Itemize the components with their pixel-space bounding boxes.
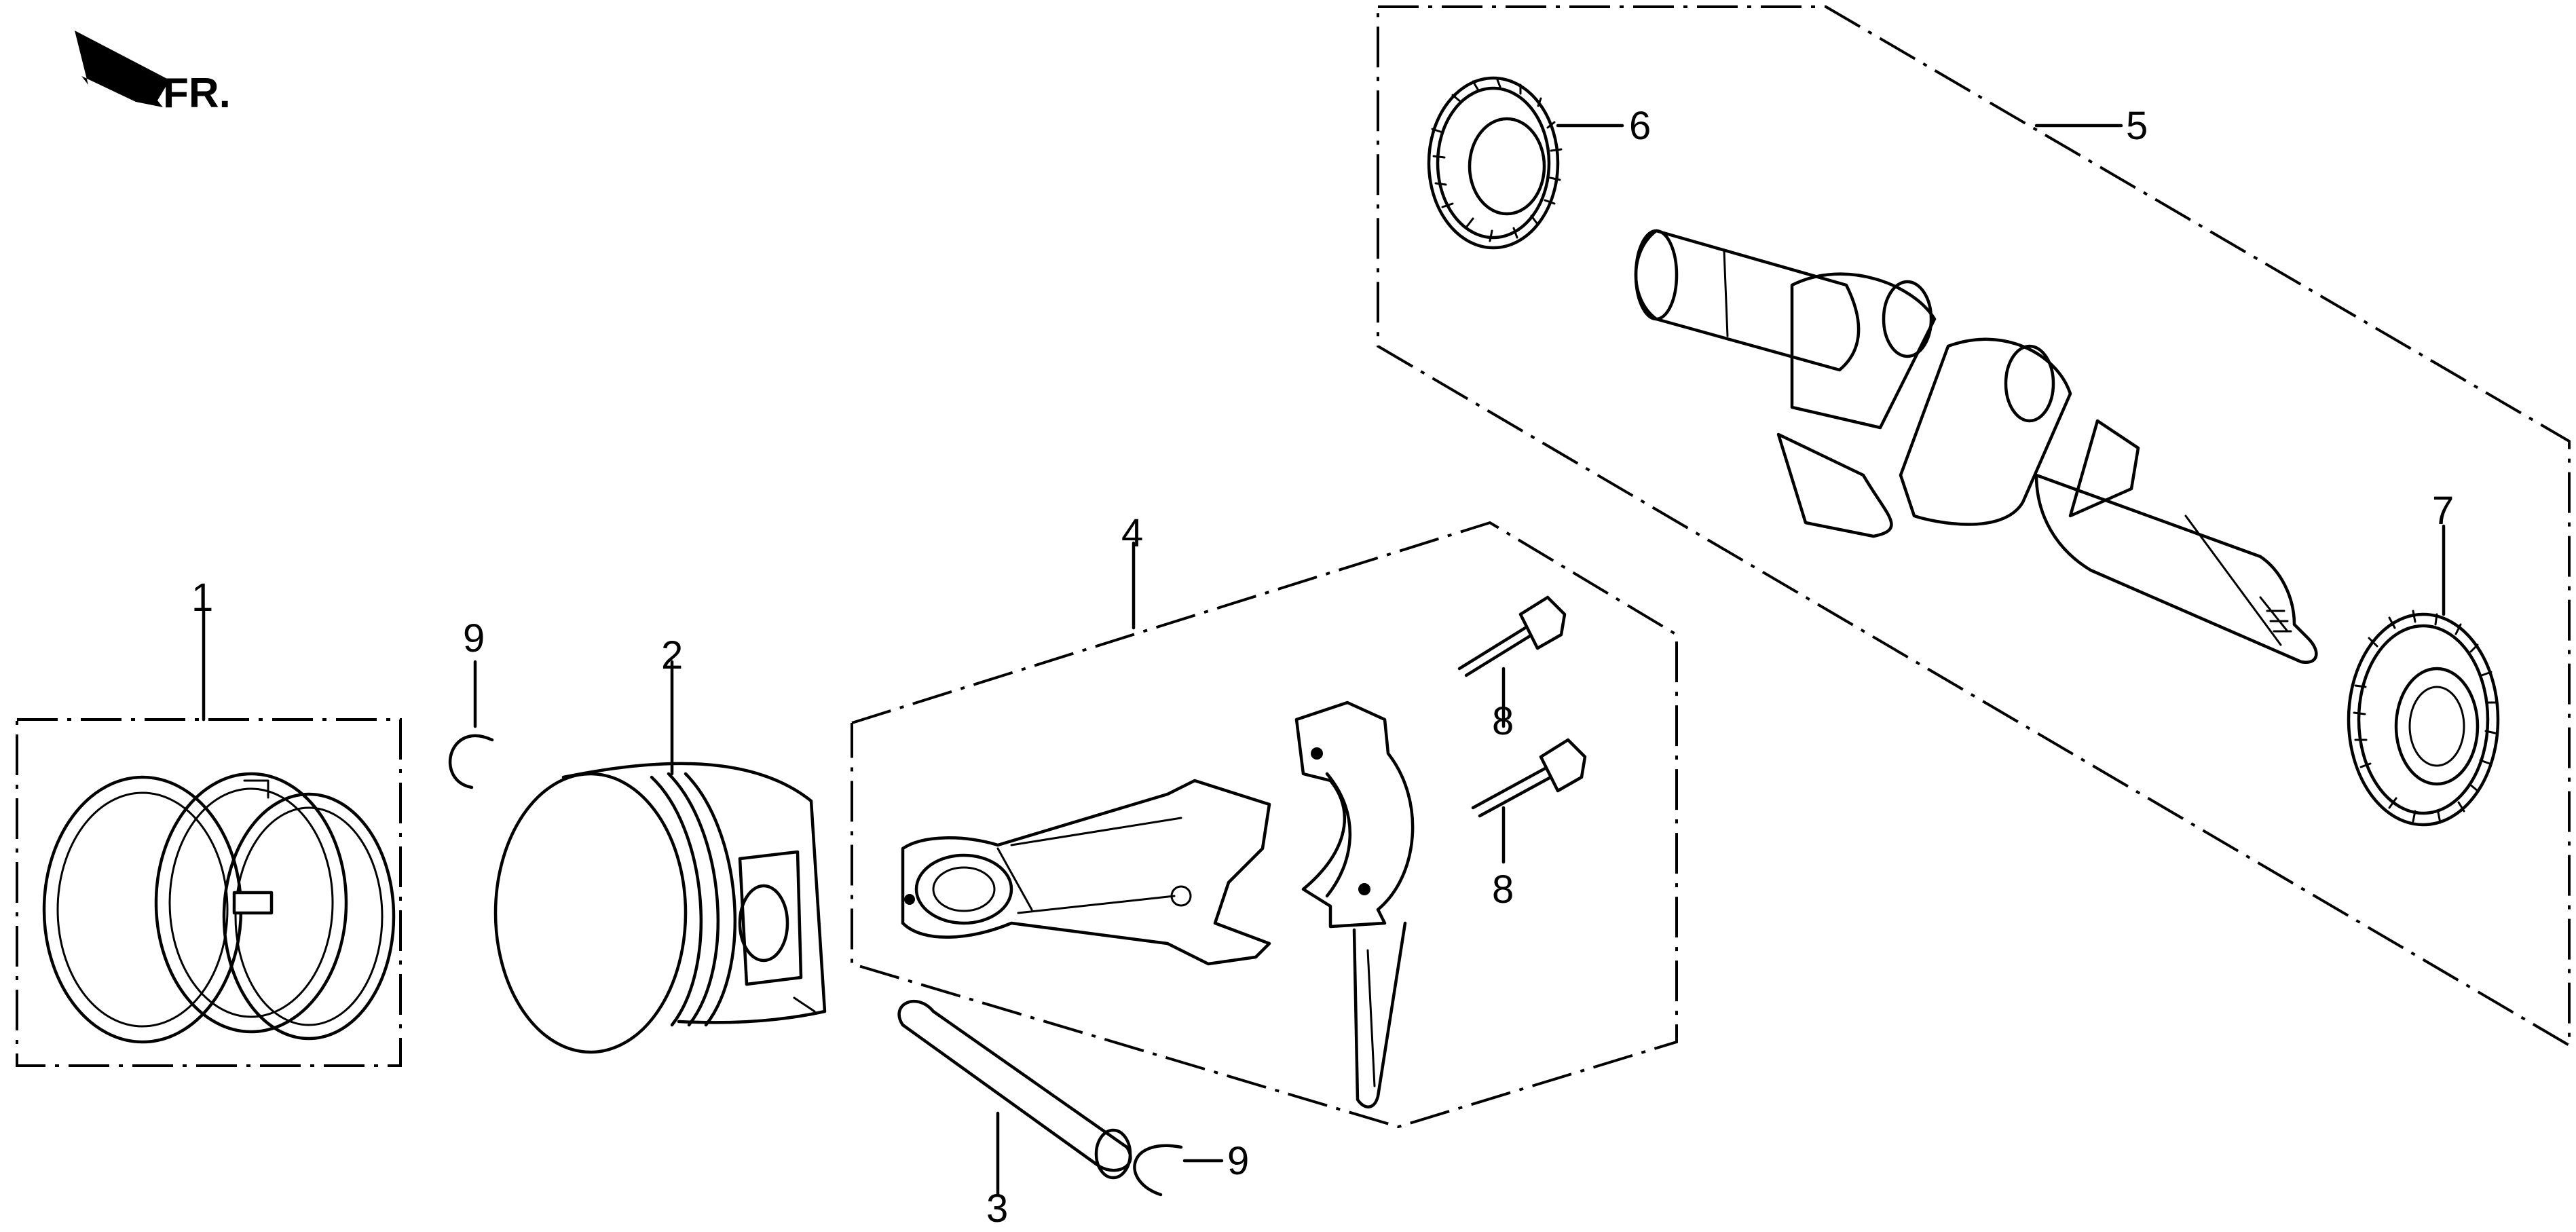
callout-8-upper: 8 xyxy=(1492,699,1514,743)
direction-label: FR. xyxy=(163,70,231,117)
front-direction-arrow: FR. xyxy=(75,31,231,117)
piston-pin-clip-lower xyxy=(1133,1144,1224,1197)
callout-5: 5 xyxy=(2126,104,2148,148)
crankshaft-assembly xyxy=(1377,5,2571,1048)
callout-4: 4 xyxy=(1121,511,1143,555)
callout-7: 7 xyxy=(2432,489,2454,533)
callout-2: 2 xyxy=(661,633,683,677)
piston-pin-clip-upper xyxy=(448,660,494,789)
crankshaft-gear-large xyxy=(2347,524,2500,827)
piston xyxy=(493,660,827,1054)
connecting-rod-assembly xyxy=(851,521,1678,1129)
piston-pin xyxy=(897,999,1132,1197)
rod-bolt-lower xyxy=(1471,738,1587,864)
callout-3: 3 xyxy=(986,1187,1008,1231)
callout-8-lower: 8 xyxy=(1492,867,1514,912)
callout-1: 1 xyxy=(191,576,213,620)
crankshaft-gear-small xyxy=(1427,76,1624,250)
callout-9-lower: 9 xyxy=(1227,1139,1249,1183)
callout-9-upper: 9 xyxy=(463,616,485,660)
rod-bolt-upper xyxy=(1457,595,1567,728)
callout-6: 6 xyxy=(1629,104,1651,148)
piston-ring-set xyxy=(16,609,402,1067)
arrow-icon xyxy=(75,31,170,107)
